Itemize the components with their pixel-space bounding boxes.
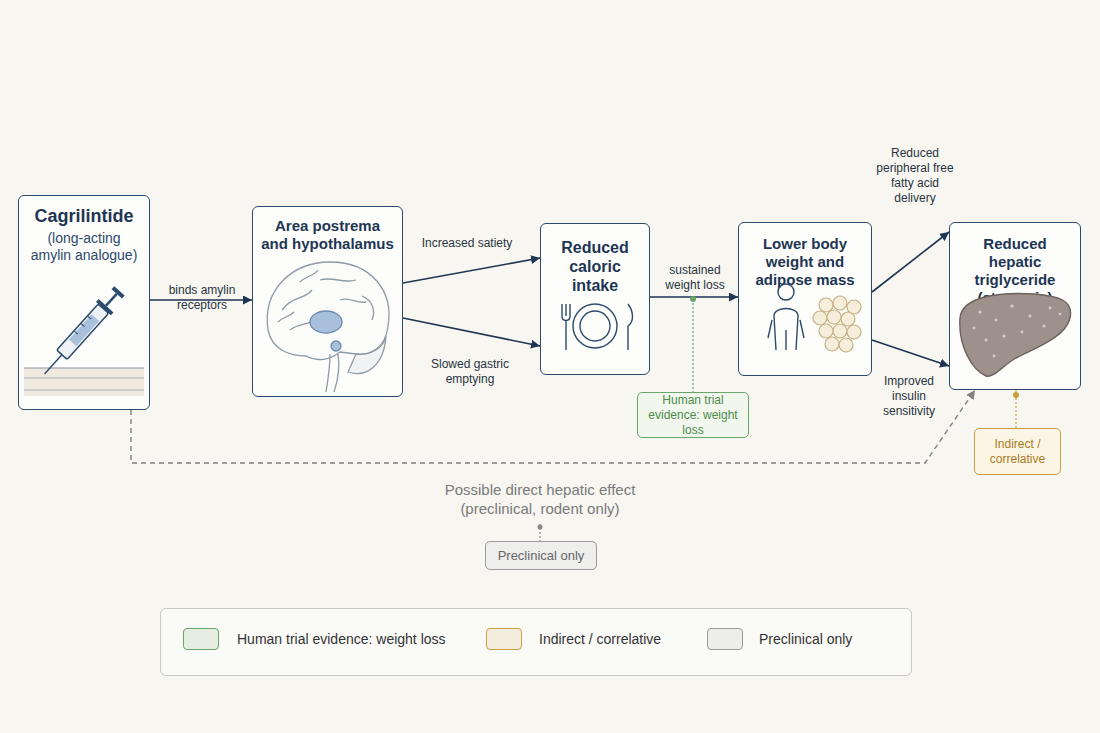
evidence-leader: [690, 296, 696, 392]
box-title: Reduced hepatic triglyceride (steatosis): [958, 235, 1072, 307]
edge-label: Improved insulin sensitivity: [874, 374, 944, 419]
legend-text: Human trial evidence: weight loss: [237, 630, 446, 648]
flow-arrow: [872, 340, 949, 366]
connector-line: [131, 390, 975, 463]
legend-text: Indirect / correlative: [539, 630, 661, 648]
legend-swatch: [486, 628, 522, 650]
preclinical-leader: [538, 524, 543, 541]
connector-line: [872, 232, 949, 292]
edge-label: Reduced peripheral free fatty acid deliv…: [872, 146, 958, 206]
outcome-box: Reduced hepatic triglyceride (steatosis): [949, 222, 1081, 390]
legend-swatch: [707, 628, 743, 650]
box-title: Reduced caloric intake: [549, 238, 641, 296]
legend-text: Preclinical only: [759, 630, 852, 648]
connector-line: [650, 296, 738, 298]
badge-text: Human trial evidence: weight loss: [644, 393, 742, 438]
evidence-badge: Human trial evidence: weight loss: [637, 392, 749, 438]
edge-label: Increased satiety: [412, 236, 522, 251]
edge-label: sustained weight loss: [658, 263, 732, 293]
edge-label: Possible direct hepatic effect (preclini…: [430, 480, 650, 518]
legend-swatch: [183, 628, 219, 650]
box-subtitle: (long-acting amylin analogue): [27, 230, 141, 265]
edge-label: Slowed gastric emptying: [420, 357, 520, 387]
badge-text: Preclinical only: [498, 548, 585, 563]
drug-box: Cagrilintide(long-acting amylin analogue…: [18, 195, 150, 410]
leader-dot: [1013, 392, 1019, 398]
flow-arrow: [403, 318, 540, 346]
flow-arrow: [650, 297, 738, 298]
dashed-arrow: [131, 390, 975, 463]
box-title: Area postrema and hypothalamus: [261, 217, 394, 253]
connector-line: [403, 318, 540, 346]
connector-line: [872, 340, 949, 366]
badge-text: Indirect / correlative: [981, 437, 1054, 467]
box-title: Cagrilintide: [27, 206, 141, 228]
legend-box: Human trial evidence: weight loss Indirec…: [160, 608, 912, 676]
flow-arrow: [872, 232, 949, 292]
flow-arrow: [403, 258, 540, 283]
edge-label: binds amylin receptors: [158, 283, 246, 313]
brain-region-box: Area postrema and hypothalamus: [252, 206, 403, 397]
process-box: Reduced caloric intake: [540, 223, 650, 375]
evidence-badge: Preclinical only: [485, 541, 597, 570]
connector-line: [403, 258, 540, 283]
evidence-badge: Indirect / correlative: [974, 428, 1061, 475]
box-title: Lower body weight and adipose mass: [747, 235, 863, 289]
leader-connector: [1013, 390, 1019, 428]
process-box: Lower body weight and adipose mass: [738, 222, 872, 376]
